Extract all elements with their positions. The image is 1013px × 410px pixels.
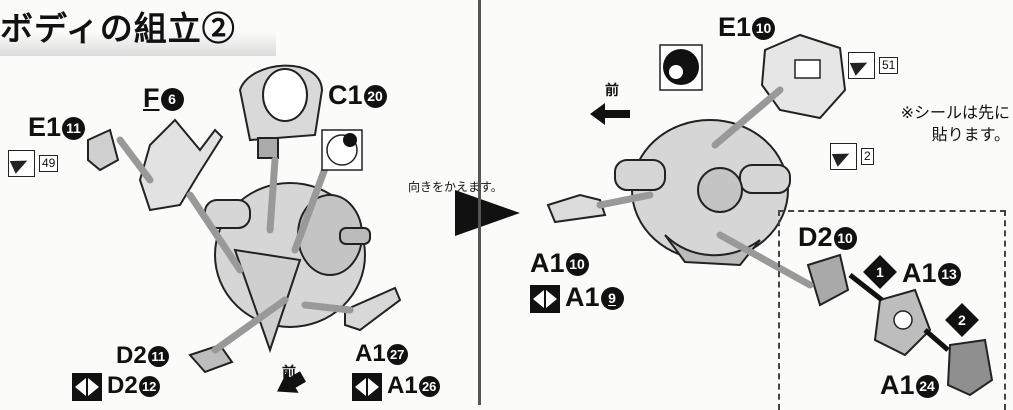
part-d2-10 xyxy=(806,253,850,307)
swap-icon xyxy=(72,372,102,401)
front-arrow-left xyxy=(277,371,306,393)
section-divider xyxy=(478,0,481,405)
transition-arrow xyxy=(455,190,520,236)
left-body-core xyxy=(204,182,371,354)
sticker-51: 51 xyxy=(848,52,899,79)
part-d2-11 xyxy=(188,343,234,374)
sticker-2: 2 xyxy=(830,143,874,170)
swap-icon xyxy=(530,284,560,313)
transition-text: 向きをかえます。 xyxy=(408,180,503,194)
part-a1-24 xyxy=(946,338,994,397)
sub-assembly-box xyxy=(778,210,1006,410)
sticker-icon xyxy=(8,150,35,177)
part-f6 xyxy=(138,118,224,212)
part-a1-10 xyxy=(546,193,607,224)
right-body-core xyxy=(614,119,791,267)
sticker-note: ※シールは先に貼ります。 xyxy=(900,103,1010,144)
sticker-icon xyxy=(830,143,857,170)
part-e1-11 xyxy=(87,128,120,172)
sticker-49: 49 xyxy=(8,150,59,177)
sticker-icon xyxy=(848,52,875,79)
front-arrow-right xyxy=(590,103,630,125)
part-a1-27 xyxy=(344,286,402,332)
front-label-right: 前 xyxy=(605,83,619,99)
part-c1-20 xyxy=(238,64,324,159)
front-label-left: 前 xyxy=(282,365,296,381)
page-title: ボディの組立② xyxy=(0,2,276,56)
swap-icon xyxy=(352,372,382,401)
